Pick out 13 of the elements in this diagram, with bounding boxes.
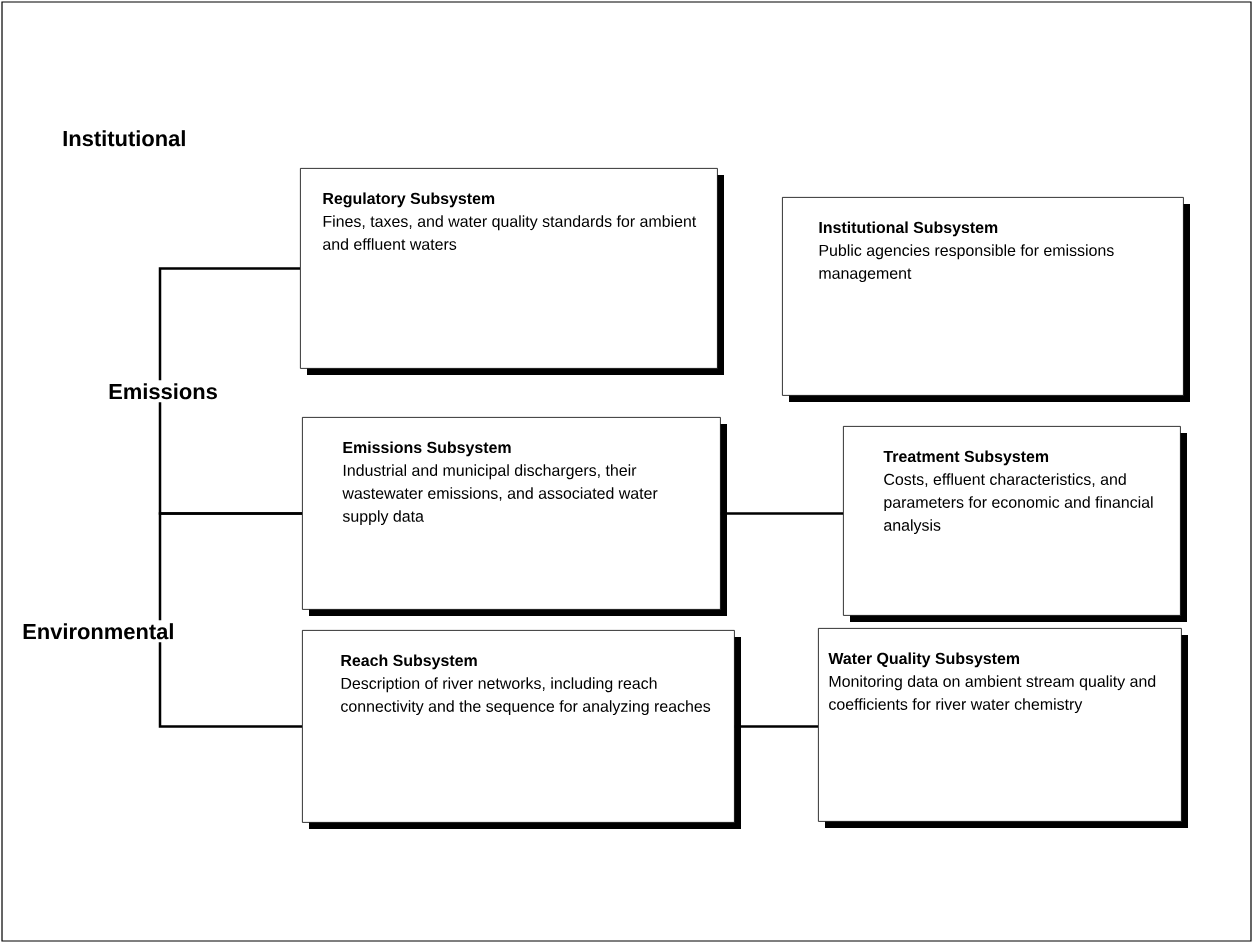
connector-line (158, 512, 302, 728)
subsystem-box: Emissions Subsystem Industrial and municipal dischargers, their wastewater emissions, and associated water supply data (302, 417, 727, 616)
subsystem-box: Reach Subsystem Description of river networks, including reach connectivity and the sequence for analyzing reaches (302, 630, 741, 829)
connector-line (720, 512, 843, 515)
level-label: Emissions (105, 380, 221, 403)
subsystem-box: Institutional Subsystem Public agencies responsible for emissions management (782, 197, 1190, 402)
subsystem-box: Treatment Subsystem Costs, effluent characteristics, and parameters for economic and financial analysis (843, 426, 1187, 622)
level-label: Environmental (19, 620, 178, 643)
subsystem-box: Water Quality Subsystem Monitoring data on ambient stream quality and coefficients for river water chemistry (818, 628, 1188, 828)
subsystem-box: Regulatory Subsystem Fines, taxes, and water quality standards for ambient and effluent waters (300, 168, 724, 375)
connector-line (734, 725, 818, 728)
level-label: Institutional (59, 127, 190, 150)
connector-line (158, 267, 302, 515)
